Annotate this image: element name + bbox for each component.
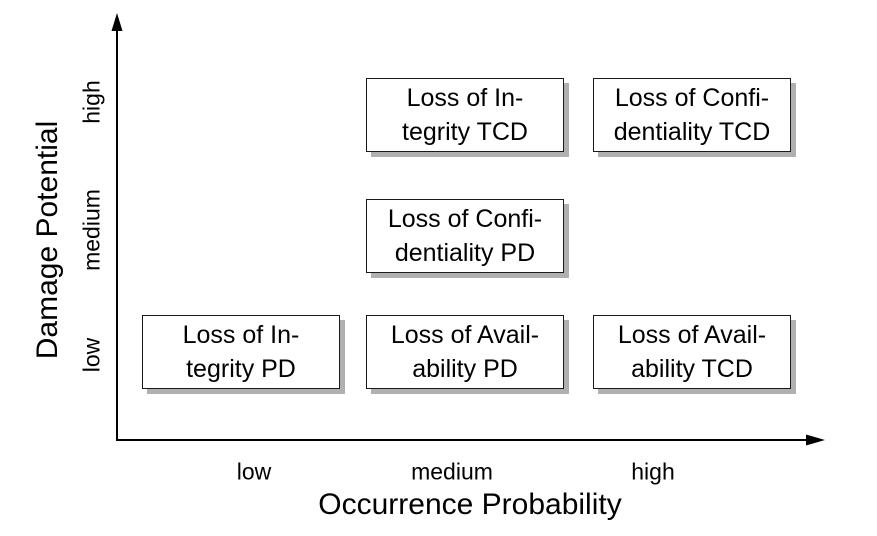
node-label-line2: ability TCD — [631, 355, 753, 383]
node-label-line2: dentiality PD — [394, 239, 536, 267]
node-loss-of-integrity-pd: Loss of In- tegrity PD — [142, 315, 340, 389]
node-label-line2: ability PD — [412, 355, 518, 383]
node-loss-of-confidentiality-tcd: Loss of Confi- dentiality TCD — [593, 78, 791, 152]
x-axis-title: Occurrence Probability — [318, 488, 622, 521]
node-label-line1: Loss of Avail- — [390, 321, 540, 349]
node-label-line1: Loss of In- — [406, 84, 524, 112]
node-label-line2: dentiality TCD — [613, 118, 771, 146]
node-loss-of-availability-tcd: Loss of Avail- ability TCD — [593, 315, 791, 389]
y-tick-medium: medium — [78, 189, 105, 271]
node-label-line2: tegrity TCD — [402, 118, 528, 146]
node-loss-of-availability-pd: Loss of Avail- ability PD — [366, 315, 564, 389]
node-label-line1: Loss of Avail- — [617, 321, 767, 349]
x-axis-arrowhead — [806, 434, 825, 446]
node-label-line1: Loss of Confi- — [614, 84, 770, 112]
node-loss-of-integrity-tcd: Loss of In- tegrity TCD — [366, 78, 564, 152]
node-label-line1: Loss of Confi- — [387, 205, 543, 233]
y-tick-high: high — [78, 80, 105, 124]
y-axis-title: Damage Potential — [31, 120, 64, 360]
y-tick-low: low — [78, 337, 105, 373]
y-axis-arrowhead — [111, 13, 123, 31]
node-label-line1: Loss of In- — [182, 321, 300, 349]
node-label-line2: tegrity PD — [186, 355, 296, 383]
x-tick-low: low — [236, 458, 272, 485]
x-tick-medium: medium — [411, 458, 493, 485]
node-loss-of-confidentiality-pd: Loss of Confi- dentiality PD — [366, 199, 564, 273]
x-tick-high: high — [631, 458, 675, 485]
